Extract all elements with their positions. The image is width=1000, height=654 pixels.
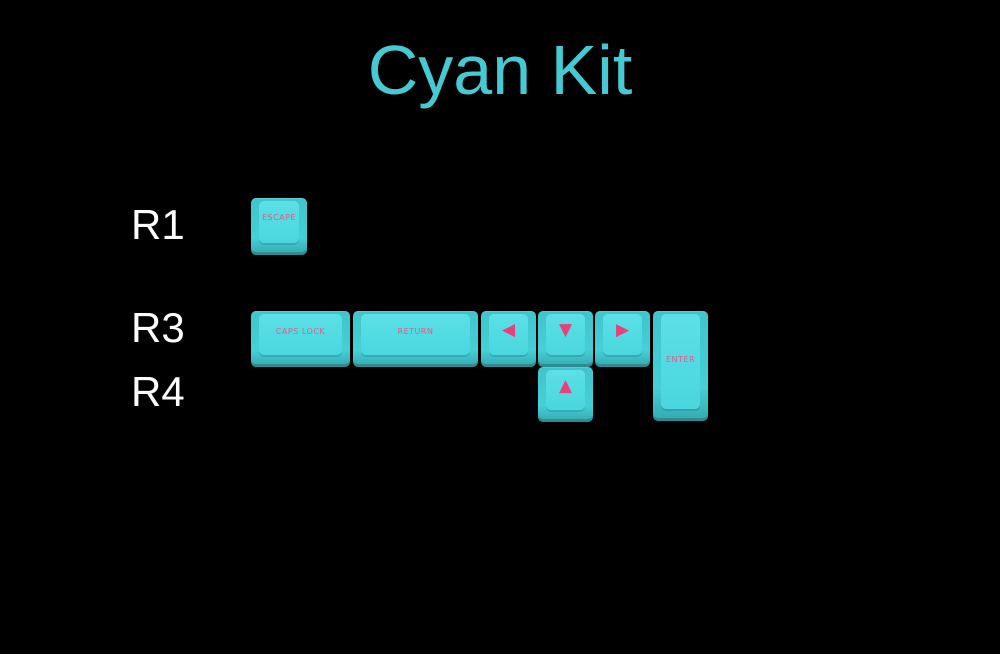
keycap-caps-lock: CAPS LOCK <box>251 311 350 367</box>
keycap-left-arrow: ◀ <box>481 311 536 367</box>
row-label-r1: R1 <box>131 201 185 248</box>
page-title: Cyan Kit <box>367 31 633 109</box>
keycap-up-arrow: ▲ <box>538 367 593 422</box>
keycap-right-arrow: ▶ <box>595 311 650 367</box>
keycap-top <box>546 370 585 410</box>
keycap-legend-escape: ESCAPE <box>261 213 297 222</box>
down-arrow-icon: ▼ <box>558 320 573 340</box>
keycap-return: RETURN <box>353 311 478 367</box>
keycap-top <box>361 314 470 355</box>
keycap-enter: ENTER <box>653 311 708 421</box>
keycap-top <box>489 314 528 355</box>
left-arrow-icon: ◀ <box>501 320 516 340</box>
keycap-escape: ESCAPE <box>251 198 307 255</box>
keycap-top <box>603 314 642 355</box>
keycap-legend-return: RETURN <box>397 327 434 336</box>
up-arrow-icon: ▲ <box>558 376 573 396</box>
right-arrow-icon: ▶ <box>615 320 630 340</box>
row-label-r4: R4 <box>131 368 185 415</box>
keycap-top <box>259 201 299 243</box>
keycap-down-arrow: ▼ <box>538 311 593 367</box>
keycap-top <box>661 314 700 409</box>
keycap-legend-caps-lock: CAPS LOCK <box>275 327 326 336</box>
keycap-legend-enter: ENTER <box>665 355 696 364</box>
keycap-top <box>546 314 585 355</box>
row-label-r3: R3 <box>131 304 185 351</box>
keycap-top <box>259 314 342 355</box>
